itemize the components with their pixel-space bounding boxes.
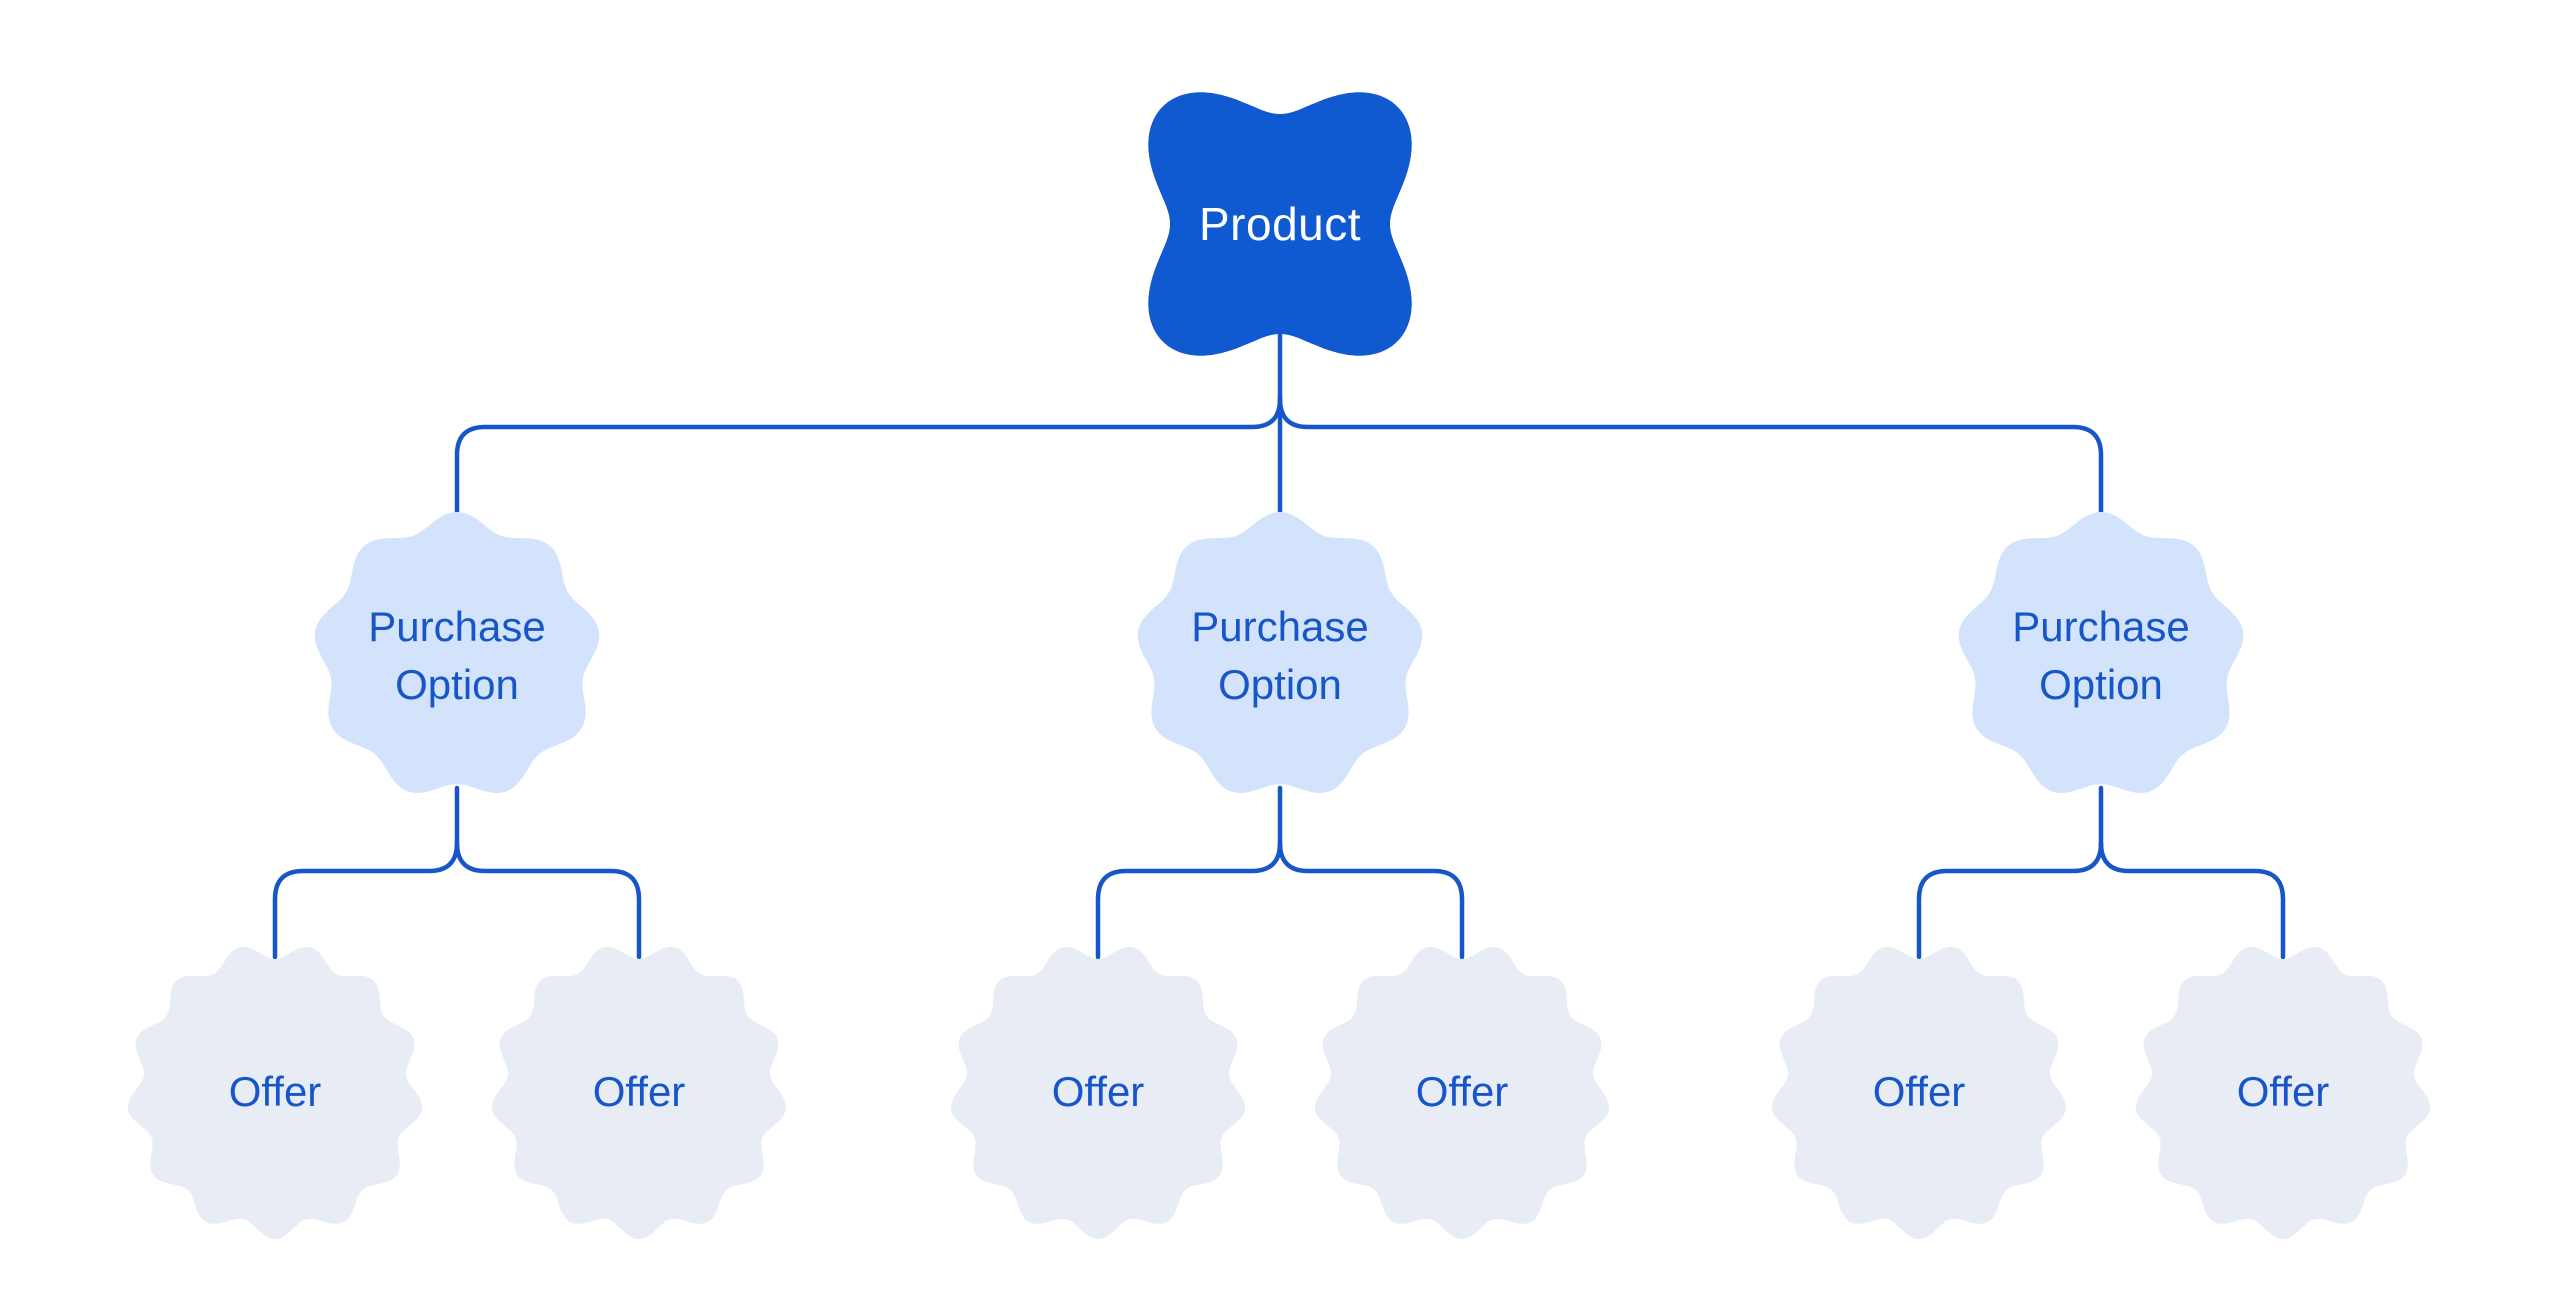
connector-line <box>1095 840 1283 960</box>
purchase-option-node-label: Purchase Option <box>2012 603 2190 708</box>
purchase-option-node-shape <box>1958 512 2244 793</box>
purchase-option-node-label: Purchase Option <box>1191 603 1369 708</box>
purchase-option-node-shape <box>1137 512 1423 793</box>
offer-node-label: Offer <box>1872 1068 1966 1115</box>
product-node-label: Product <box>1198 198 1362 250</box>
purchase-option-node-shape <box>314 512 600 793</box>
connector-line <box>1277 840 1465 960</box>
offer-node-label: Offer <box>228 1068 322 1115</box>
offer-node-label: Offer <box>2236 1068 2330 1115</box>
node-shapes <box>128 92 2430 1239</box>
offer-node-label: Offer <box>1415 1068 1509 1115</box>
offer-node-label: Offer <box>1051 1068 1145 1115</box>
offer-node-shape <box>492 946 786 1239</box>
connector-line <box>272 840 460 960</box>
connector-line <box>454 840 642 960</box>
offer-node-shape <box>951 946 1245 1239</box>
connector-line <box>1277 396 2104 519</box>
offer-node-shape <box>1315 946 1609 1239</box>
offer-node-label: Offer <box>592 1068 686 1115</box>
connector-line <box>2098 840 2286 960</box>
offer-node-shape <box>2136 946 2430 1239</box>
product-node-shape <box>1148 92 1412 356</box>
offer-node-shape <box>128 946 422 1239</box>
connector-line <box>1916 840 2104 960</box>
offer-node-shape <box>1772 946 2066 1239</box>
connector-lines <box>272 327 2286 960</box>
connector-line <box>454 396 1283 519</box>
purchase-option-node-label: Purchase Option <box>368 603 546 708</box>
